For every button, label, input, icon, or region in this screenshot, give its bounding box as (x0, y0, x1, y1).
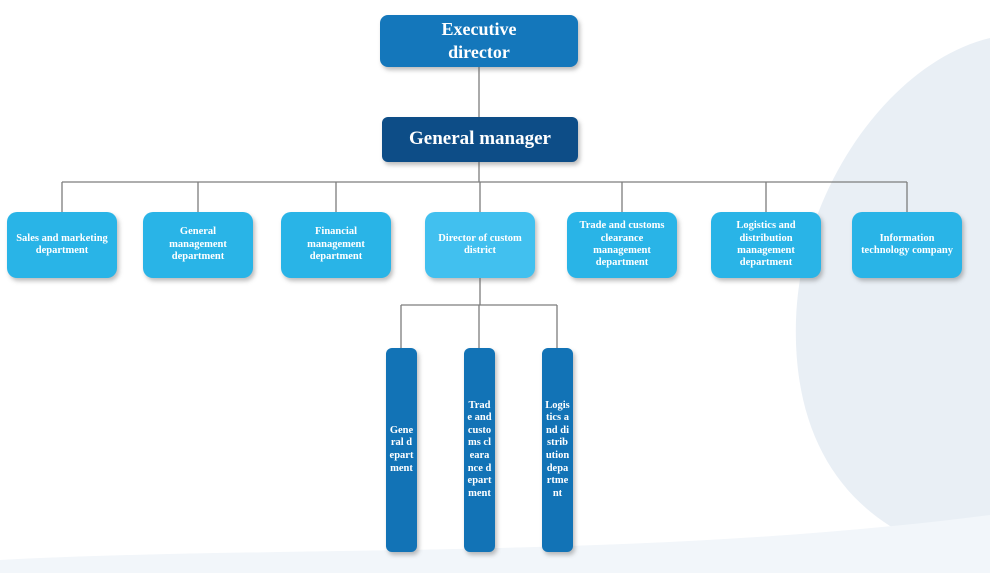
node-dept-trade-customs-clearance: Trade and customs clearance management d… (567, 212, 677, 278)
node-general-manager: General manager (382, 117, 578, 162)
node-sub-trade-customs-clearance-department: Trade and customs clearance department (464, 348, 495, 552)
node-sub-logistics-distribution-department: Logistics and distribution department (542, 348, 573, 552)
node-sub-general-department: General department (386, 348, 417, 552)
node-director-custom-district: Director of custom district (425, 212, 535, 278)
node-executive-director: Executive director (380, 15, 578, 67)
node-dept-general-management: General management department (143, 212, 253, 278)
node-dept-financial-management: Financial management department (281, 212, 391, 278)
node-dept-information-technology: Information technology company (852, 212, 962, 278)
node-dept-sales-marketing: Sales and marketing department (7, 212, 117, 278)
node-dept-logistics-distribution: Logistics and distribution management de… (711, 212, 821, 278)
